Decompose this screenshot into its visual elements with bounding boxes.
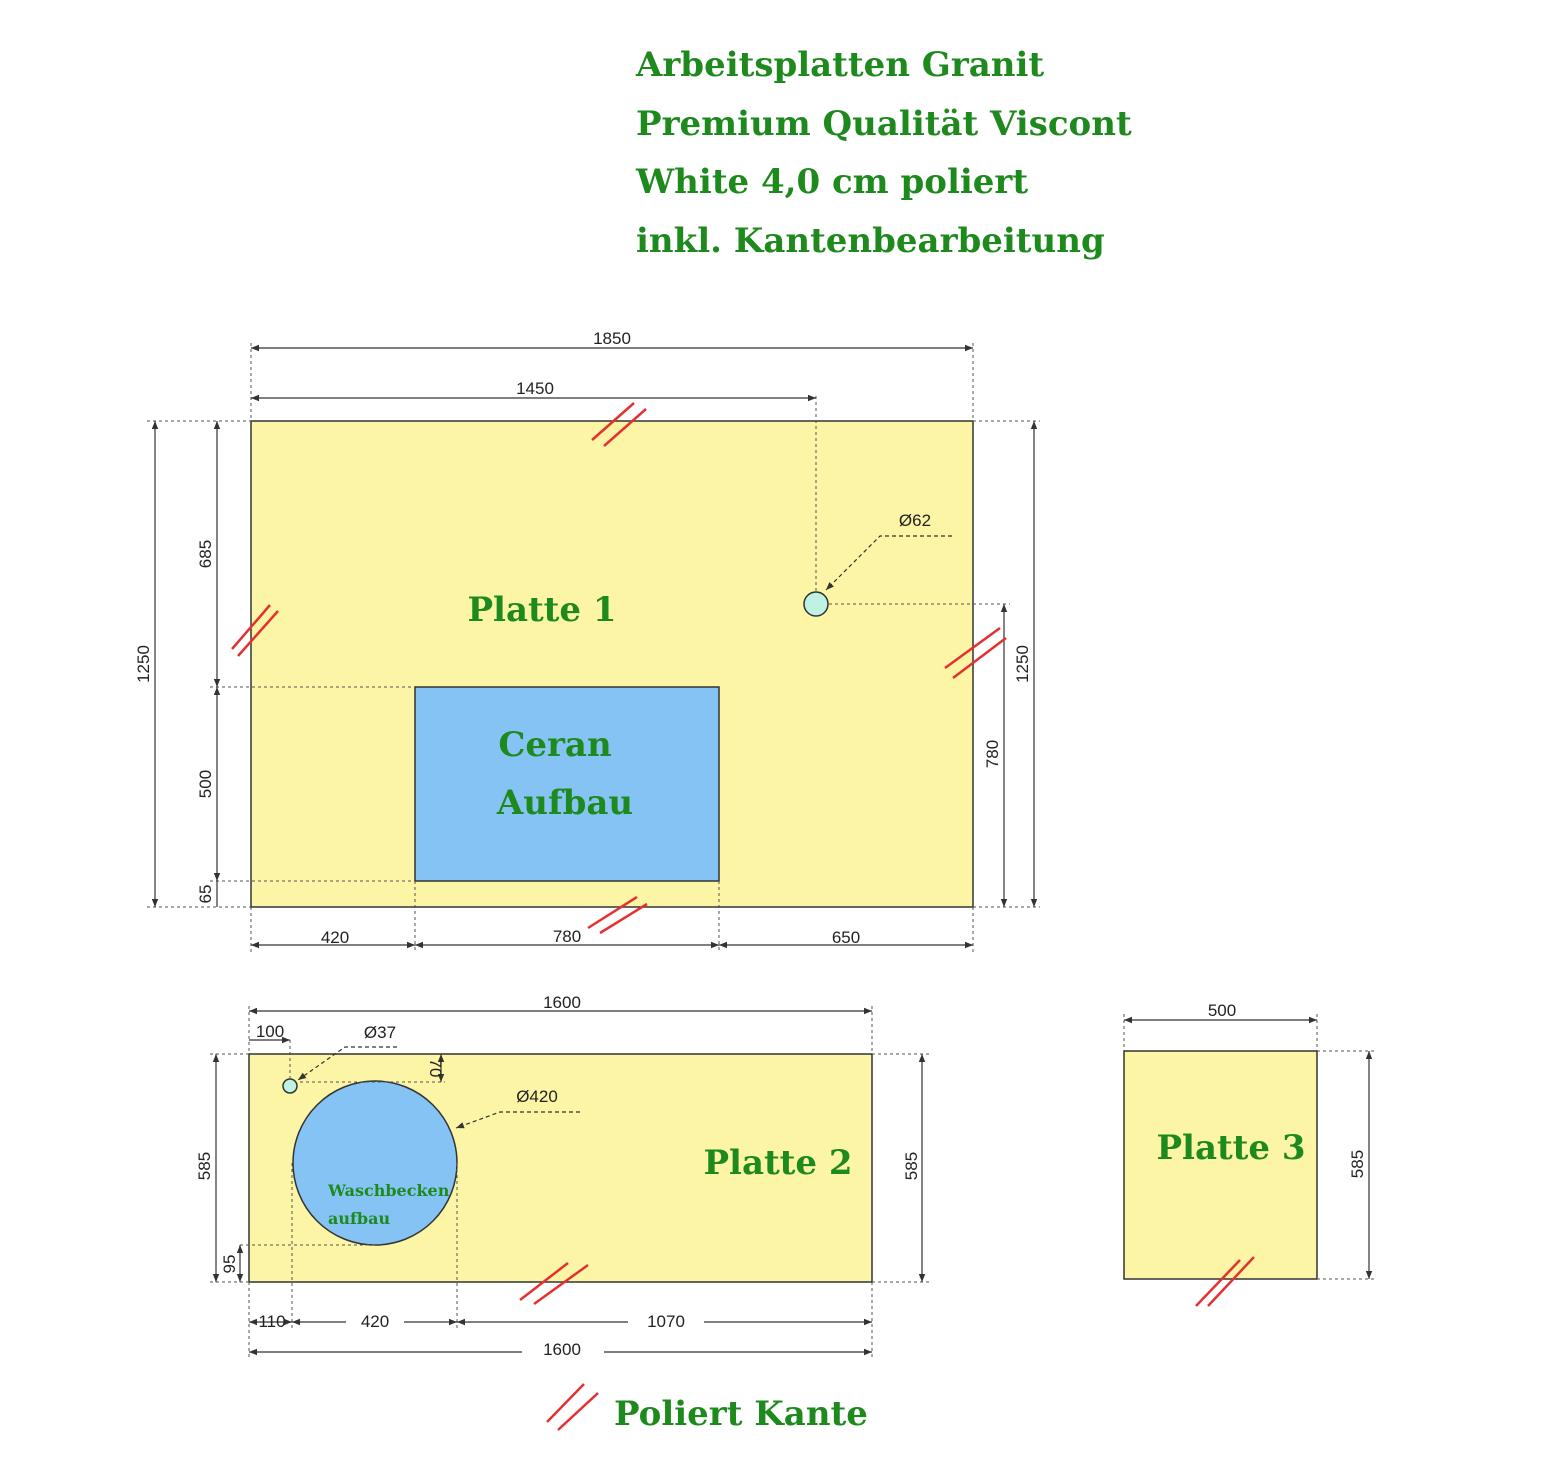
dim-sink-420: Ø420 (516, 1087, 558, 1106)
plate-1-polished-marks (231, 402, 1007, 935)
legend: Poliert Kante (546, 1383, 868, 1434)
plate-2-text-gaps (346, 1310, 704, 1362)
dim-110: 110 (258, 1312, 285, 1331)
plate-1: 1850 1450 Ø62 1250 1250 780 685 500 65 4… (134, 329, 1040, 952)
dim-1450: 1450 (516, 379, 554, 398)
ceran-label: Ceran (498, 725, 611, 765)
dim-685: 685 (196, 540, 215, 568)
dim-hole-diameter: Ø62 (899, 511, 931, 530)
plate-2: 1600 100 Ø37 70 Ø420 585 585 95 110 420 … (195, 993, 930, 1362)
dim-1850: 1850 (593, 329, 631, 348)
legend-polished-mark (546, 1383, 599, 1431)
dim-780: 780 (553, 927, 581, 946)
dim-585-left: 585 (195, 1152, 214, 1180)
ceran-cutout (414, 686, 720, 882)
plate-3-label: Platte 3 (1156, 1128, 1305, 1168)
dim-500-plate3: 500 (1208, 1001, 1236, 1020)
dim-585-right: 585 (902, 1152, 921, 1180)
plate-2-polished-marks (519, 1262, 589, 1306)
dim-650: 650 (832, 928, 860, 947)
title-line-4: inkl. Kantenbearbeitung (636, 220, 1105, 261)
title-line-2: Premium Qualität Viscont (636, 103, 1132, 144)
dim-hole-37: Ø37 (364, 1023, 396, 1042)
aufbau-label: Aufbau (496, 783, 633, 823)
sink-label-2: aufbau (328, 1209, 390, 1228)
title-line-1: Arbeitsplatten Granit (636, 45, 1045, 85)
plate-2-label: Platte 2 (703, 1143, 852, 1183)
dim-65: 65 (196, 885, 215, 904)
plate-2-hole (282, 1078, 298, 1094)
dim-780-vertical: 780 (983, 740, 1002, 768)
plate-1-hole (803, 591, 829, 617)
dim-1600-top: 1600 (543, 993, 581, 1012)
legend-label: Poliert Kante (614, 1394, 868, 1434)
plate-3-slab (1123, 1050, 1318, 1280)
plate-3-polished-marks (1195, 1256, 1255, 1307)
plate-3-dimension-lines (1124, 1016, 1373, 1279)
drawing-title: Arbeitsplatten Granit Premium Qualität V… (636, 36, 1132, 270)
dim-height-left: 1250 (134, 645, 153, 683)
plate-3: 500 585 Platte 3 (1123, 1001, 1376, 1307)
dim-1600-bottom: 1600 (543, 1340, 581, 1359)
dim-500: 500 (196, 770, 215, 798)
dim-height-right: 1250 (1013, 645, 1032, 683)
title-line-3: White 4,0 cm poliert (636, 162, 1029, 202)
dim-95: 95 (220, 1255, 239, 1274)
sink-label-1: Waschbecken (327, 1181, 450, 1200)
dim-100: 100 (256, 1022, 284, 1041)
plate-1-extension-lines (147, 343, 1040, 952)
plate-1-dimension-lines (151, 344, 1038, 949)
dim-1070: 1070 (647, 1312, 685, 1331)
dim-70: 70 (426, 1059, 445, 1078)
dim-420: 420 (321, 928, 349, 947)
dim-585-plate3: 585 (1348, 1150, 1367, 1178)
dim-420-bottom: 420 (361, 1312, 389, 1331)
plate-1-label: Platte 1 (467, 590, 616, 630)
